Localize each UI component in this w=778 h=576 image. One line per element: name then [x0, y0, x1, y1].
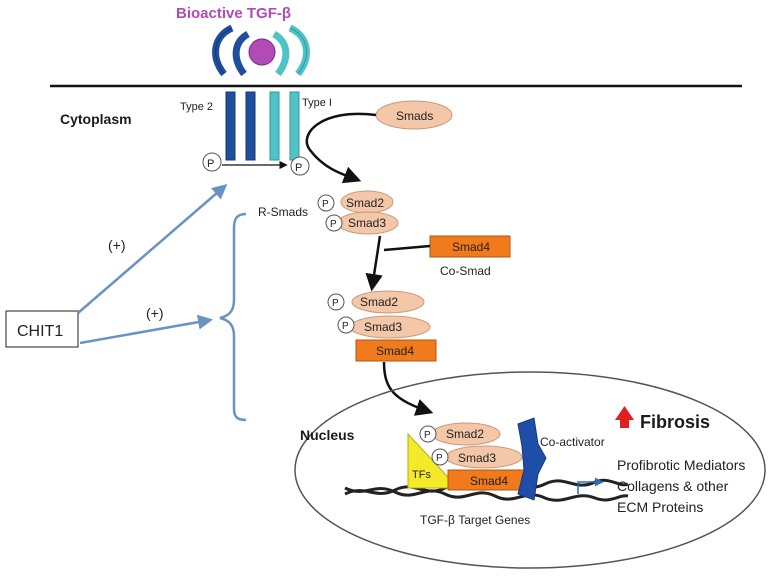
- co-activator-shape: [517, 417, 547, 501]
- nuclear-smad4-label: Smad4: [470, 474, 508, 488]
- nuclear-smad2-label: Smad2: [446, 427, 484, 441]
- r-smad2-phospho: P: [322, 199, 329, 210]
- smad-recruitment-arrow: [305, 112, 377, 184]
- chit1-to-receptor-arrow: [77, 184, 228, 314]
- chit1-effect-1: (+): [108, 237, 126, 253]
- fibrosis-up-arrow-icon: [615, 406, 634, 428]
- co-smad-join-line: [383, 244, 431, 252]
- type1-receptor: [269, 91, 300, 161]
- target-genes-label: TGF-β Target Genes: [420, 513, 530, 527]
- ligand-label: Bioactive TGF-β: [176, 5, 291, 22]
- co-activator-label: Co-activator: [540, 435, 605, 449]
- phospho-label-type1: P: [295, 162, 302, 174]
- nucleus-boundary: [294, 371, 766, 569]
- complex-smad2-phospho: P: [332, 298, 339, 309]
- nucleus-label: Nucleus: [300, 427, 355, 443]
- type2-receptor: [225, 91, 256, 161]
- output-line-1: Profibrotic Mediators: [617, 457, 745, 473]
- smad-complex-cytoplasm: [327, 290, 437, 362]
- complex-smad4-label: Smad4: [376, 344, 414, 358]
- phospho-circle-type2: [202, 152, 222, 172]
- fibrosis-label: Fibrosis: [640, 412, 710, 432]
- r-smad3-label: Smad3: [348, 216, 386, 230]
- pathway-bracket: [219, 212, 247, 422]
- cytoplasm-label: Cytoplasm: [60, 111, 132, 127]
- nuclear-smad2-phospho: P: [424, 430, 431, 441]
- co-smad-label: Co-Smad: [440, 264, 491, 278]
- phospho-label-type2: P: [207, 158, 214, 170]
- r-smad2-label: Smad2: [346, 196, 384, 210]
- receptor-extracellular-domains: [212, 24, 310, 77]
- r-smad3-phospho: P: [330, 219, 337, 230]
- complex-smad2-label: Smad2: [360, 295, 398, 309]
- phospho-circle-type1: [290, 156, 310, 176]
- type2-receptor-label: Type 2: [180, 101, 213, 113]
- complex-formation-arrow: [365, 235, 383, 292]
- tgf-beta-ligand: [248, 38, 276, 66]
- complex-smad3-phospho: P: [342, 321, 349, 332]
- chit1-to-smads-arrow: [79, 314, 213, 345]
- gene-expression-arrow: [577, 477, 604, 494]
- chit1-box: [5, 310, 79, 348]
- nuclear-smad3-label: Smad3: [458, 451, 496, 465]
- chit1-label: CHIT1: [17, 323, 63, 340]
- smads-label: Smads: [396, 109, 433, 123]
- smad-complex-nucleus: [419, 422, 533, 491]
- r-smads-label: R-Smads: [258, 205, 308, 219]
- output-line-3: ECM Proteins: [617, 499, 703, 515]
- nuclear-translocation-arrow: [382, 361, 434, 416]
- type1-receptor-label: Type I: [302, 97, 332, 109]
- co-smad4-label: Smad4: [452, 240, 490, 254]
- complex-smad3-label: Smad3: [364, 320, 402, 334]
- output-line-2: Collagens & other: [617, 478, 729, 494]
- chit1-effect-2: (+): [146, 305, 164, 321]
- tfs-label: TFs: [412, 469, 431, 481]
- r-smads-complex: [317, 190, 399, 235]
- nuclear-smad3-phospho: P: [436, 453, 443, 464]
